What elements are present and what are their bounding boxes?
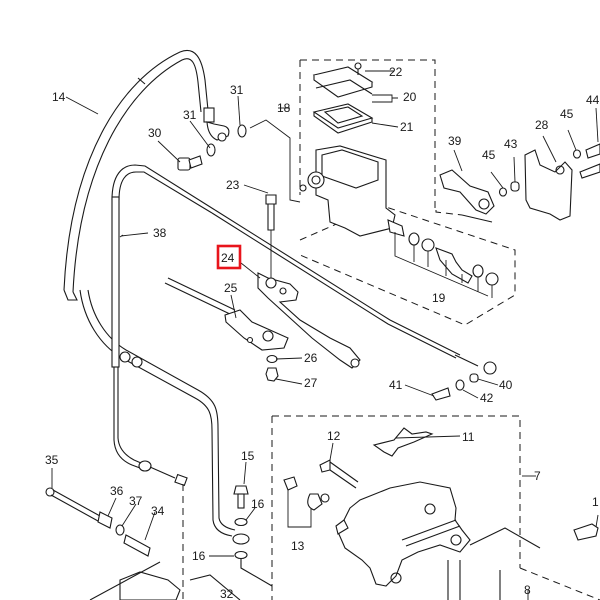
callout-28[interactable]: 28 xyxy=(535,118,549,132)
callout-21[interactable]: 21 xyxy=(400,120,414,134)
bolt-41 xyxy=(431,387,451,401)
callout-18[interactable]: 18 xyxy=(277,101,291,115)
washer-31-b xyxy=(237,124,247,138)
callout-31a[interactable]: 31 xyxy=(183,108,197,122)
callout-11[interactable]: 11 xyxy=(462,430,475,444)
collar-40 xyxy=(469,373,479,383)
callout-15[interactable]: 15 xyxy=(241,449,255,463)
bolt-35 xyxy=(45,487,101,522)
collar-34 xyxy=(123,534,151,557)
callout-19[interactable]: 19 xyxy=(432,291,446,305)
pedal-39 xyxy=(439,169,495,215)
callout-36[interactable]: 36 xyxy=(110,484,124,498)
callout-32[interactable]: 32 xyxy=(220,587,234,600)
callout-22[interactable]: 22 xyxy=(389,65,403,79)
callout-35[interactable]: 35 xyxy=(45,453,59,467)
union-bolt-15 xyxy=(233,485,249,509)
group-box-39 xyxy=(435,210,463,216)
callout-25[interactable]: 25 xyxy=(224,281,238,295)
brake-hose-14 xyxy=(63,50,230,301)
nut-27 xyxy=(265,367,279,382)
callout-7[interactable]: 7 xyxy=(534,469,541,483)
callout-26[interactable]: 26 xyxy=(304,351,318,365)
washer-16-b xyxy=(234,550,248,560)
callout-41[interactable]: 41 xyxy=(389,378,403,392)
washer-42 xyxy=(455,379,465,391)
washer-45-b xyxy=(572,149,582,159)
banjo-bolt-30 xyxy=(177,155,203,171)
brake-lever-24 xyxy=(257,272,361,369)
cable-38 xyxy=(111,164,216,600)
lever-holder-25 xyxy=(164,277,289,351)
callout-24[interactable]: 24 xyxy=(221,251,235,265)
callout-34[interactable]: 34 xyxy=(151,504,165,518)
callout-40[interactable]: 40 xyxy=(499,378,513,392)
washer-37 xyxy=(115,524,125,536)
callout-8[interactable]: 8 xyxy=(524,583,531,597)
diaphragm-21 xyxy=(312,103,374,134)
bracket-28 xyxy=(524,149,573,221)
banjo-fitting-icon xyxy=(232,533,250,545)
lower-cylinder-32 xyxy=(89,561,241,600)
callout-37[interactable]: 37 xyxy=(129,494,143,508)
bolt-1 xyxy=(573,523,599,541)
highlight-box-24 xyxy=(216,244,242,270)
group-box-7 xyxy=(271,415,600,600)
callout-42[interactable]: 42 xyxy=(480,391,494,405)
pin-12 xyxy=(319,459,359,489)
master-cylinder xyxy=(299,145,396,237)
callout-23[interactable]: 23 xyxy=(226,178,240,192)
piston-kit-19 xyxy=(387,219,499,298)
bleeder-13 xyxy=(283,476,330,528)
callout-16a[interactable]: 16 xyxy=(251,497,265,511)
washer-16-a xyxy=(234,517,248,527)
callout-44[interactable]: 44 xyxy=(586,93,600,107)
leader-lines xyxy=(51,70,599,600)
callout-12[interactable]: 12 xyxy=(327,429,341,443)
callout-45b[interactable]: 45 xyxy=(560,107,574,121)
caliper-body xyxy=(335,481,471,587)
callout-1[interactable]: 1 xyxy=(592,495,599,509)
callout-27[interactable]: 27 xyxy=(304,376,318,390)
callout-39[interactable]: 39 xyxy=(448,134,462,148)
bolt-44b xyxy=(579,163,600,179)
brake-pad-spring-11 xyxy=(372,427,434,457)
screw-22 xyxy=(354,62,362,75)
callout-30[interactable]: 30 xyxy=(148,126,162,140)
callout-38[interactable]: 38 xyxy=(153,226,167,240)
callout-31b[interactable]: 31 xyxy=(230,83,244,97)
callout-43[interactable]: 43 xyxy=(504,137,518,151)
callout-20[interactable]: 20 xyxy=(403,90,417,104)
group-box-18 xyxy=(299,59,436,210)
callout-16b[interactable]: 16 xyxy=(192,549,206,563)
bolt-44 xyxy=(585,143,600,159)
bolt-23 xyxy=(265,194,277,278)
callout-14[interactable]: 14 xyxy=(52,90,66,104)
callout-45a[interactable]: 45 xyxy=(482,148,496,162)
brake-hose-lower xyxy=(79,289,250,545)
callout-13[interactable]: 13 xyxy=(291,539,305,553)
